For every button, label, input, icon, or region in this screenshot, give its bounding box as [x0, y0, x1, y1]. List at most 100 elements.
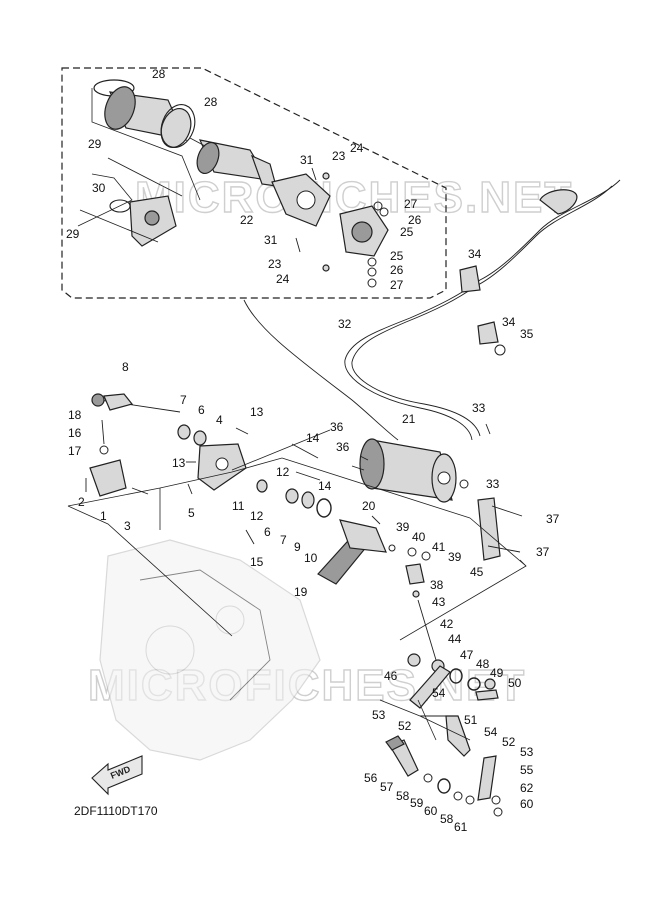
callout-30: 30 [92, 181, 106, 195]
callout-22: 22 [240, 213, 254, 227]
callout-29: 29 [66, 227, 80, 241]
callout-49: 49 [490, 666, 504, 680]
callout-33: 33 [486, 477, 500, 491]
callout-54: 54 [432, 686, 446, 700]
callout-40: 40 [412, 530, 426, 544]
callout-31: 31 [300, 153, 314, 167]
callout-52: 52 [398, 719, 412, 733]
callout-9: 9 [294, 540, 301, 554]
callout-29: 29 [88, 137, 102, 151]
callout-26: 26 [390, 263, 404, 277]
callout-50: 50 [508, 676, 522, 690]
callout-51: 51 [464, 713, 478, 727]
callout-6: 6 [264, 525, 271, 539]
callout-13: 13 [172, 456, 186, 470]
callout-39: 39 [396, 520, 410, 534]
callout-1: 1 [100, 509, 107, 523]
callout-59: 59 [410, 796, 424, 810]
callout-17: 17 [68, 444, 82, 458]
callout-37: 37 [536, 545, 550, 559]
starter-cable-assembly [344, 179, 621, 441]
reference-lines [67, 88, 527, 741]
callout-52: 52 [502, 735, 516, 749]
callout-34: 34 [502, 315, 516, 329]
callout-58: 58 [396, 789, 410, 803]
callout-58: 58 [440, 812, 454, 826]
callout-6: 6 [198, 403, 205, 417]
o-ring-30 [109, 199, 131, 213]
callout-24: 24 [350, 141, 364, 155]
o-ring-28-lower [160, 104, 196, 148]
callout-46: 46 [384, 669, 398, 683]
callout-14: 14 [318, 479, 332, 493]
callout-36: 36 [336, 440, 350, 454]
callout-53: 53 [372, 708, 386, 722]
callout-15: 15 [250, 555, 264, 569]
callout-14: 14 [306, 431, 320, 445]
callout-20: 20 [362, 499, 376, 513]
callout-11: 11 [232, 499, 245, 513]
callout-41: 41 [432, 540, 446, 554]
callout-56: 56 [364, 771, 378, 785]
callout-34: 34 [468, 247, 482, 261]
callout-18: 18 [68, 408, 82, 422]
callout-12: 12 [276, 465, 290, 479]
callout-37: 37 [546, 512, 560, 526]
callout-25: 25 [390, 249, 404, 263]
callout-32: 32 [338, 317, 352, 331]
callout-28: 28 [204, 95, 218, 109]
callout-38: 38 [430, 578, 444, 592]
callout-55: 55 [520, 763, 534, 777]
callout-61: 61 [454, 820, 468, 834]
callout-62: 62 [520, 781, 534, 795]
callout-42: 42 [440, 617, 454, 631]
callouts: 28 28 29 29 30 31 31 22 23 23 24 24 25 2… [66, 67, 560, 834]
callout-43: 43 [432, 595, 446, 609]
detail-connector [243, 299, 399, 441]
callout-60: 60 [520, 797, 534, 811]
callout-48: 48 [476, 657, 490, 671]
fwd-arrow: FWD [91, 755, 143, 796]
callout-7: 7 [280, 533, 287, 547]
callout-60: 60 [424, 804, 438, 818]
callout-2: 2 [78, 495, 85, 509]
callout-16: 16 [68, 426, 82, 440]
callout-33: 33 [472, 401, 486, 415]
callout-28: 28 [152, 67, 166, 81]
callout-31: 31 [264, 233, 278, 247]
shift-mechanism [85, 393, 332, 545]
callout-39: 39 [448, 550, 462, 564]
callout-8: 8 [122, 360, 129, 374]
callout-5: 5 [188, 506, 195, 520]
diagram-code: 2DF1110DT170 [74, 804, 158, 818]
callout-3: 3 [124, 519, 131, 533]
callout-13: 13 [250, 405, 264, 419]
callout-53: 53 [520, 745, 534, 759]
callout-57: 57 [380, 780, 394, 794]
shift-linkage [317, 497, 523, 817]
detail-frame [61, 67, 447, 299]
callout-25: 25 [400, 225, 414, 239]
callout-54: 54 [484, 725, 498, 739]
callout-26: 26 [408, 213, 422, 227]
cable-boot [539, 189, 578, 215]
crankcase-ghost [99, 539, 321, 761]
callout-4: 4 [216, 413, 223, 427]
callout-35: 35 [520, 327, 534, 341]
callout-7: 7 [180, 393, 187, 407]
clamp-34-lower [477, 321, 499, 345]
callout-45: 45 [470, 565, 484, 579]
callout-10: 10 [304, 551, 318, 565]
callout-19: 19 [294, 585, 308, 599]
callout-47: 47 [460, 648, 474, 662]
callout-23: 23 [268, 257, 282, 271]
clamp-34-upper [459, 265, 481, 293]
starter-motor-exploded [79, 79, 389, 288]
callout-23: 23 [332, 149, 346, 163]
callout-27: 27 [404, 197, 418, 211]
callout-12: 12 [250, 509, 264, 523]
callout-44: 44 [448, 632, 462, 646]
callout-24: 24 [276, 272, 290, 286]
callout-27: 27 [390, 278, 404, 292]
